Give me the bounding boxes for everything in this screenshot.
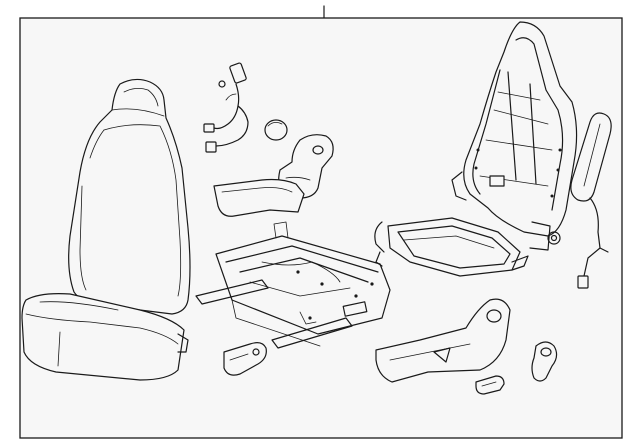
side-shield-lower <box>375 298 511 383</box>
seat-track-frame <box>195 221 391 349</box>
lever-knob <box>531 341 558 382</box>
seat-back-frame <box>451 21 578 237</box>
seat-back-cover <box>68 78 191 315</box>
seat-cushion-frame <box>374 217 561 277</box>
small-knob <box>475 375 505 395</box>
recliner-handle <box>223 342 267 376</box>
seat-cushion-pad <box>21 293 189 381</box>
wire-harness <box>203 62 249 153</box>
round-cap <box>264 119 288 141</box>
shield-panel <box>213 178 305 217</box>
side-airbag <box>570 112 612 289</box>
